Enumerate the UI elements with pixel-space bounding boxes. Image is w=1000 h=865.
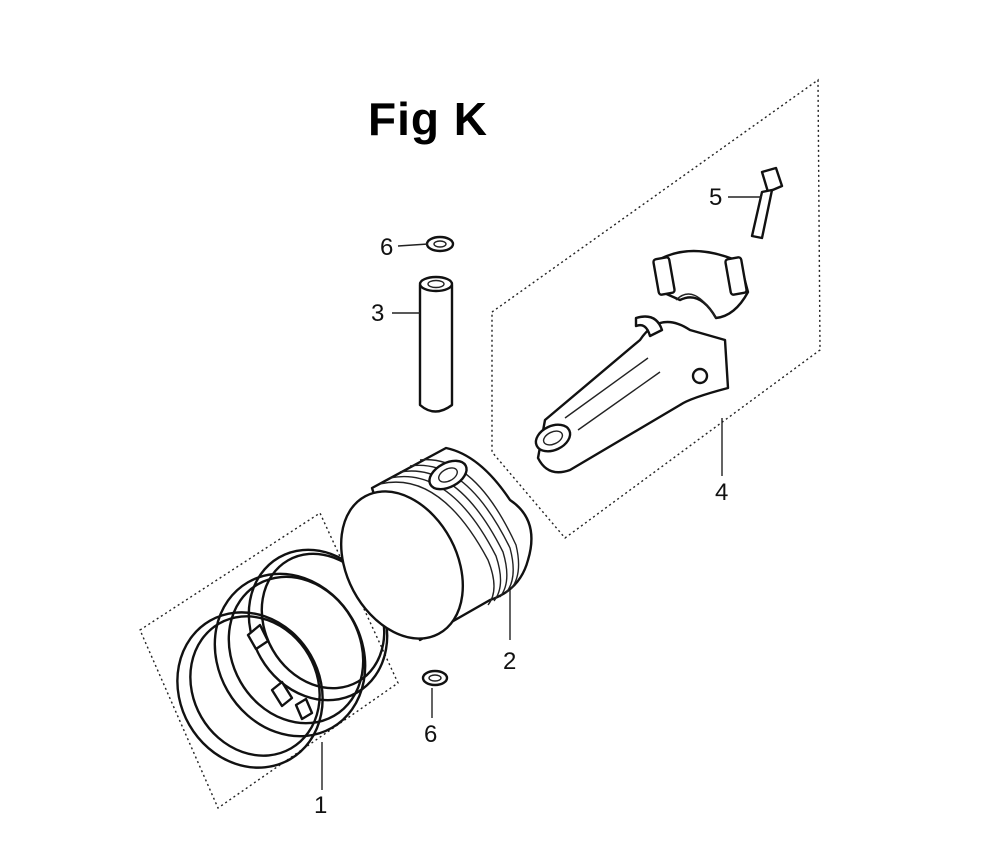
callout-2: 2 bbox=[503, 648, 517, 675]
connecting-rod-cap bbox=[652, 249, 750, 320]
leader-lines bbox=[321, 196, 762, 790]
connecting-rod bbox=[534, 315, 730, 474]
connecting-rod-bolt bbox=[750, 166, 784, 240]
piston-rings bbox=[176, 548, 389, 769]
callout-5: 5 bbox=[709, 184, 723, 211]
connecting-rod-group-outline bbox=[491, 78, 821, 539]
callout-3: 3 bbox=[371, 300, 385, 327]
pin-clip-bottom bbox=[421, 669, 449, 687]
callout-4: 4 bbox=[715, 479, 729, 506]
callout-1: 1 bbox=[314, 792, 328, 819]
figure-title: Fig K bbox=[368, 93, 488, 145]
callout-6-top: 6 bbox=[380, 234, 394, 261]
pin-clip-top bbox=[425, 235, 455, 253]
callout-6-bottom: 6 bbox=[424, 721, 438, 748]
piston-pin bbox=[418, 275, 454, 413]
piston bbox=[339, 446, 533, 642]
piston-ring-group-outline bbox=[139, 511, 399, 810]
